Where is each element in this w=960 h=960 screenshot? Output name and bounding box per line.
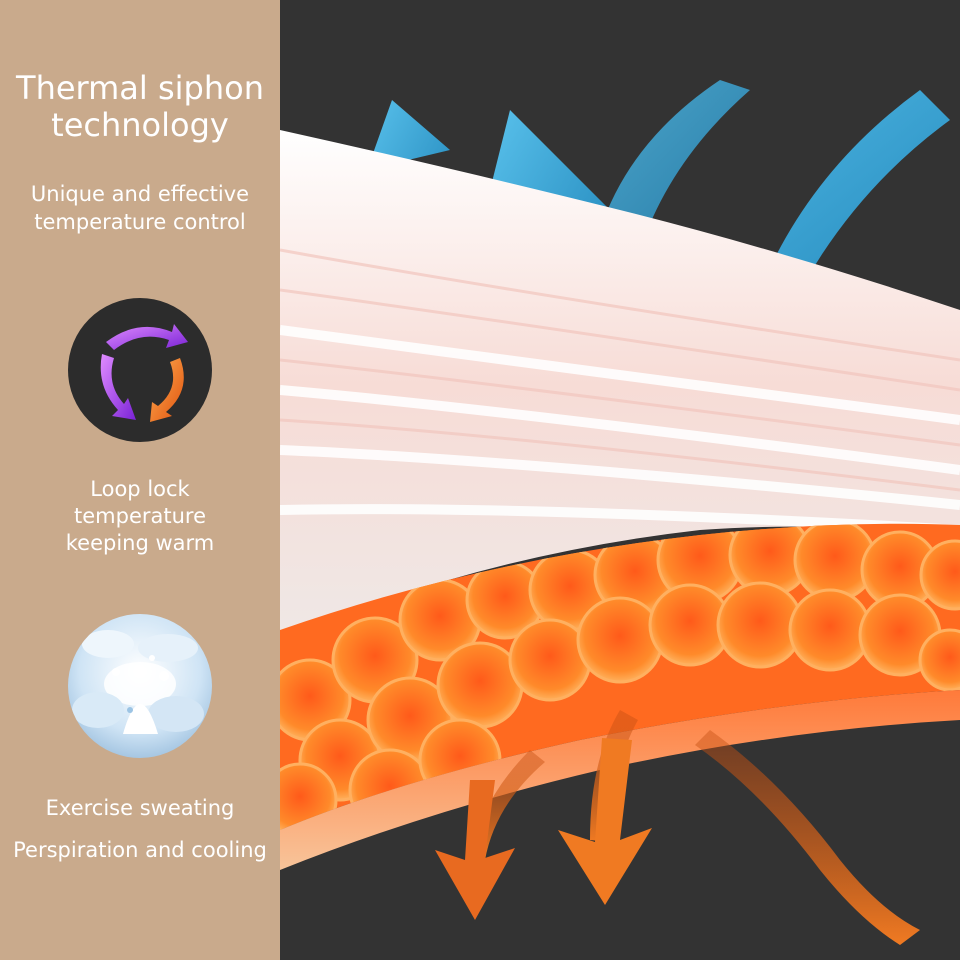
subheading-line: Unique and effective bbox=[30, 182, 250, 206]
subheading-line: temperature control bbox=[34, 210, 246, 234]
heading-line: technology bbox=[51, 106, 229, 144]
heading: Thermal siphon technology bbox=[0, 70, 280, 144]
loop-lock-line: keeping warm bbox=[65, 531, 215, 555]
exercise-sweating-text: Exercise sweating bbox=[45, 796, 235, 820]
orange-arrow-icon bbox=[435, 730, 920, 945]
orange-arrow-icon bbox=[558, 710, 652, 905]
fabric-layers-illustration bbox=[280, 0, 960, 960]
feature-sidebar: Thermal siphon technology Unique and eff… bbox=[0, 0, 280, 960]
perspiration-cooling-text: Perspiration and cooling bbox=[13, 838, 267, 862]
heading-line: Thermal siphon bbox=[16, 69, 264, 107]
cycle-arrows-icon bbox=[68, 298, 212, 442]
loop-lock-line: Loop lock bbox=[90, 477, 190, 501]
loop-lock-text: Loop lock temperature keeping warm bbox=[0, 476, 280, 557]
heat-bubbles bbox=[280, 523, 960, 830]
subheading: Unique and effective temperature control bbox=[0, 180, 280, 236]
water-splash-icon bbox=[68, 614, 212, 758]
fabric-base-layer bbox=[280, 690, 960, 870]
loop-lock-line: temperature bbox=[74, 504, 206, 528]
